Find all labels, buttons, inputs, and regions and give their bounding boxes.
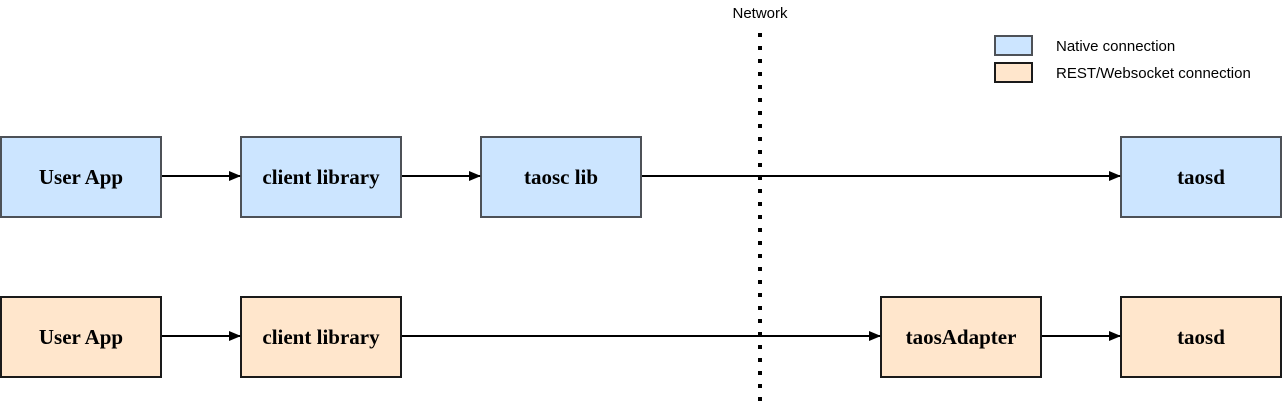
arrow-clientlibrary-to-taosclib (402, 171, 481, 181)
node-user-app-native: User App (0, 136, 162, 218)
arrow-userapp-to-clientlibrary-rest (162, 331, 241, 341)
arrowhead-icon (469, 171, 481, 181)
node-taosc-lib: taosc lib (480, 136, 642, 218)
arrowhead-icon (1109, 331, 1121, 341)
node-taosadapter: taosAdapter (880, 296, 1042, 378)
legend-swatch-native (994, 35, 1033, 56)
arrow-clientlibrary-to-taosadapter (402, 331, 881, 341)
node-client-library-native: client library (240, 136, 402, 218)
arrow-taosadapter-to-taosd (1042, 331, 1121, 341)
arrowhead-icon (1109, 171, 1121, 181)
node-user-app-rest: User App (0, 296, 162, 378)
node-taosd-rest: taosd (1120, 296, 1282, 378)
legend-label-native: Native connection (1056, 38, 1176, 55)
arrow-userapp-to-clientlibrary-native (162, 171, 241, 181)
arrowhead-icon (869, 331, 881, 341)
legend-label-rest: REST/Websocket connection (1056, 65, 1251, 82)
node-client-library-rest: client library (240, 296, 402, 378)
legend-swatch-rest (994, 62, 1033, 83)
network-label: Network (732, 5, 788, 22)
arrow-taosclib-to-taosd (642, 171, 1121, 181)
arrowhead-icon (229, 331, 241, 341)
arrowhead-icon (229, 171, 241, 181)
network-divider-dotted-line (758, 33, 762, 409)
node-taosd-native: taosd (1120, 136, 1282, 218)
